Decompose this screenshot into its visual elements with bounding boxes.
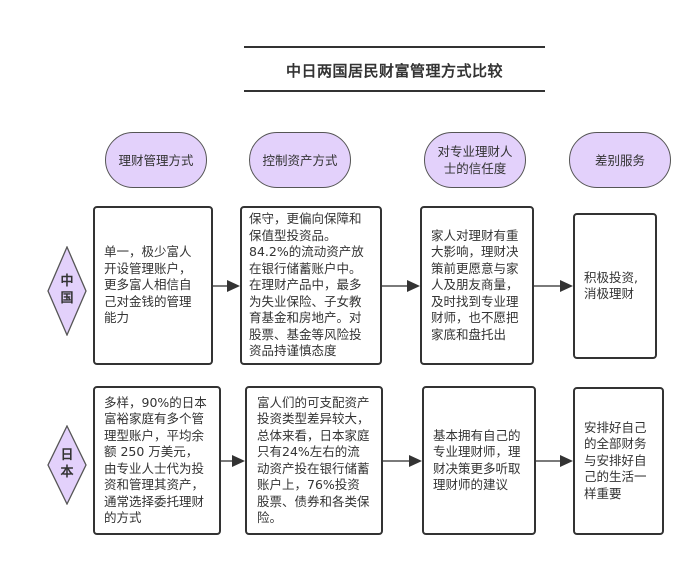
diamond-shape — [47, 425, 87, 505]
cell-text: 富人们的可支配资产 投资类型差异较大， 总体来看，日本家庭 只有24%左右的流 … — [257, 394, 370, 526]
header-trust-in-advisors: 对专业理财人 士的信任度 — [424, 132, 526, 188]
cell-china-asset-control: 保守，更偏向保障和 保值型投资品。 84.2%的流动资产放 在银行储蓄账户中。 … — [240, 206, 382, 365]
diagram-title: 中日两国居民财富管理方式比较 — [285, 62, 503, 80]
cell-text: 积极投资, 消极理财 — [584, 269, 638, 302]
header-label: 对专业理财人 士的信任度 — [437, 144, 513, 176]
cell-japan-service: 安排好自己 的全部财务 与安排好自 己的生活一 样重要 — [573, 387, 664, 535]
row-label-japan: 日 本 — [47, 425, 87, 515]
header-label: 差别服务 — [594, 152, 645, 168]
cell-china-service: 积极投资, 消极理财 — [573, 213, 657, 359]
title-rule-bottom — [244, 90, 545, 92]
country-char: 日 — [60, 448, 74, 463]
cell-text: 安排好自己 的全部财务 与安排好自 己的生活一 样重要 — [584, 419, 647, 501]
cell-text: 基本拥有自己的 专业理财师，理 财决策更多听取 理财师的建议 — [433, 427, 521, 493]
cell-japan-trust: 基本拥有自己的 专业理财师，理 财决策更多听取 理财师的建议 — [422, 386, 536, 535]
header-wealth-management-method: 理财管理方式 — [105, 132, 207, 188]
arrow-connector — [382, 280, 420, 292]
header-differentiated-service: 差别服务 — [569, 132, 671, 188]
cell-text: 多样，90%的日本 富裕家庭有多个管 理型账户，平均余 额 250 万美元， 由… — [104, 394, 207, 526]
arrow-connector — [536, 455, 573, 467]
diamond-shape — [47, 246, 87, 336]
arrow-connector — [534, 280, 573, 292]
arrow-connector — [213, 280, 241, 292]
header-asset-control-method: 控制资产方式 — [249, 132, 351, 188]
country-char: 本 — [60, 465, 74, 480]
header-label: 理财管理方式 — [118, 152, 194, 168]
cell-japan-asset-control: 富人们的可支配资产 投资类型差异较大， 总体来看，日本家庭 只有24%左右的流 … — [245, 386, 383, 535]
title-rule-top — [244, 46, 545, 48]
arrow-connector — [221, 455, 246, 467]
cell-text: 单一，极少富人 开设管理账户， 更多富人相信自 己对金钱的管理 能力 — [104, 244, 192, 326]
cell-china-trust: 家人对理财有重 大影响，理财决 策前更愿意与家 人及朋友商量， 及时找到专业理 … — [420, 206, 534, 365]
country-char: 中 — [60, 274, 74, 289]
cell-japan-management: 多样，90%的日本 富裕家庭有多个管 理型账户，平均余 额 250 万美元， 由… — [93, 386, 221, 535]
header-label: 控制资产方式 — [262, 152, 338, 168]
arrow-connector — [383, 455, 422, 467]
cell-china-management: 单一，极少富人 开设管理账户， 更多富人相信自 己对金钱的管理 能力 — [93, 206, 213, 365]
row-label-china: 中 国 — [47, 246, 87, 336]
cell-text: 保守，更偏向保障和 保值型投资品。 84.2%的流动资产放 在银行储蓄账户中。 … — [249, 211, 364, 359]
country-char: 国 — [60, 291, 74, 306]
cell-text: 家人对理财有重 大影响，理财决 策前更愿意与家 人及朋友商量， 及时找到专业理 … — [431, 227, 519, 342]
